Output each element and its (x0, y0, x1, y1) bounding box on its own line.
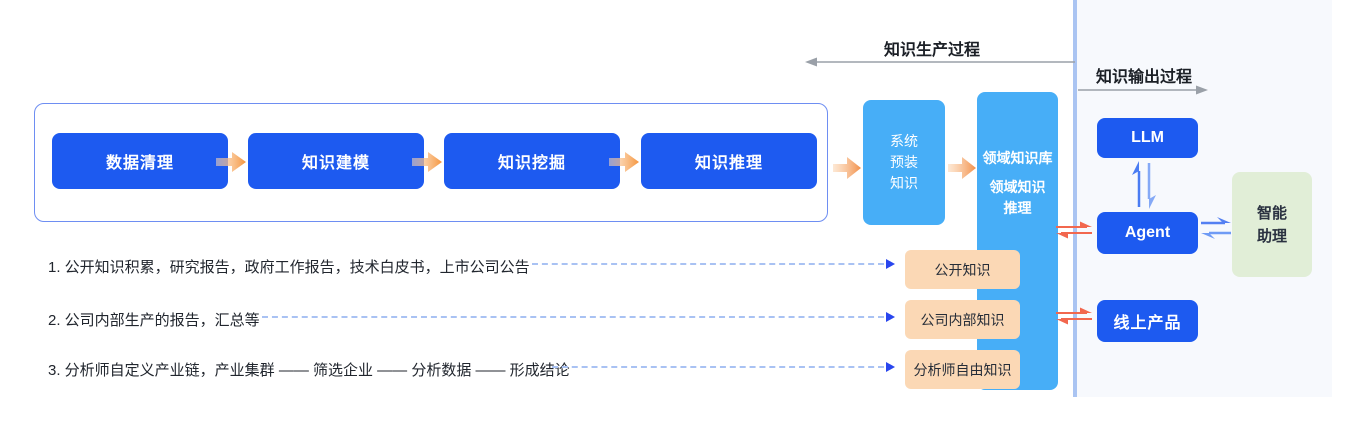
domain-kb-reasoning-line2: 推理 (1003, 200, 1032, 216)
source-description-2: 2. 公司内部生产的报告，汇总等 (48, 312, 260, 329)
domain-kb-reasoning-line1: 领域知识 (989, 179, 1046, 195)
production-process-label: 知识生产过程 (884, 42, 981, 59)
connector-arrowhead-icon (886, 259, 895, 269)
domain-knowledge-base-box: 领域知识库 领域知识 推理 (977, 92, 1058, 390)
domain-kb-title: 领域知识库 (982, 150, 1053, 166)
agent-box: Agent (1097, 212, 1198, 254)
assistant-line: 智能 (1256, 204, 1287, 222)
public-knowledge-box: 公开知识 (905, 250, 1020, 289)
flow-arrow-icon (216, 152, 246, 172)
exchange-arrows-icon (1056, 307, 1092, 325)
analyst-knowledge-box: 分析师自由知识 (905, 350, 1020, 389)
flow-arrow-icon (412, 152, 442, 172)
step-data-cleaning: 数据清理 (52, 133, 228, 189)
dotted-connector (532, 263, 884, 265)
smart-assistant-box: 智能 助理 (1232, 172, 1312, 277)
llm-box: LLM (1097, 118, 1198, 158)
flow-arrow-icon (948, 157, 976, 179)
left-arrow-icon (805, 57, 1075, 67)
dotted-connector (262, 316, 884, 318)
source-description-3: 3. 分析师自定义产业链，产业集群 —— 筛选企业 —— 分析数据 —— 形成结… (48, 362, 570, 379)
source-description-1: 1. 公开知识积累，研究报告，政府工作报告，技术白皮书，上市公司公告 (48, 259, 530, 276)
right-arrow-icon (1078, 85, 1208, 95)
assistant-line: 助理 (1256, 227, 1287, 245)
connector-arrowhead-icon (886, 362, 895, 372)
step-knowledge-reasoning: 知识推理 (641, 133, 817, 189)
connector-arrowhead-icon (886, 312, 895, 322)
exchange-arrows-icon (1056, 221, 1092, 239)
output-process-label: 知识输出过程 (1096, 69, 1193, 86)
flow-arrow-icon (833, 157, 861, 179)
horizontal-exchange-arrows-icon (1201, 217, 1231, 239)
preinstalled-line: 知识 (890, 175, 918, 191)
online-product-box: 线上产品 (1097, 300, 1198, 342)
step-knowledge-modeling: 知识建模 (248, 133, 424, 189)
preinstalled-line: 预装 (890, 154, 918, 170)
preinstalled-knowledge-box: 系统 预装 知识 (863, 100, 945, 225)
preinstalled-line: 系统 (890, 133, 918, 149)
flow-arrow-icon (609, 152, 639, 172)
internal-knowledge-box: 公司内部知识 (905, 300, 1020, 339)
vertical-divider (1073, 0, 1077, 397)
step-knowledge-mining: 知识挖掘 (444, 133, 620, 189)
vertical-exchange-arrows-icon (1132, 161, 1156, 209)
dotted-connector (552, 366, 884, 368)
